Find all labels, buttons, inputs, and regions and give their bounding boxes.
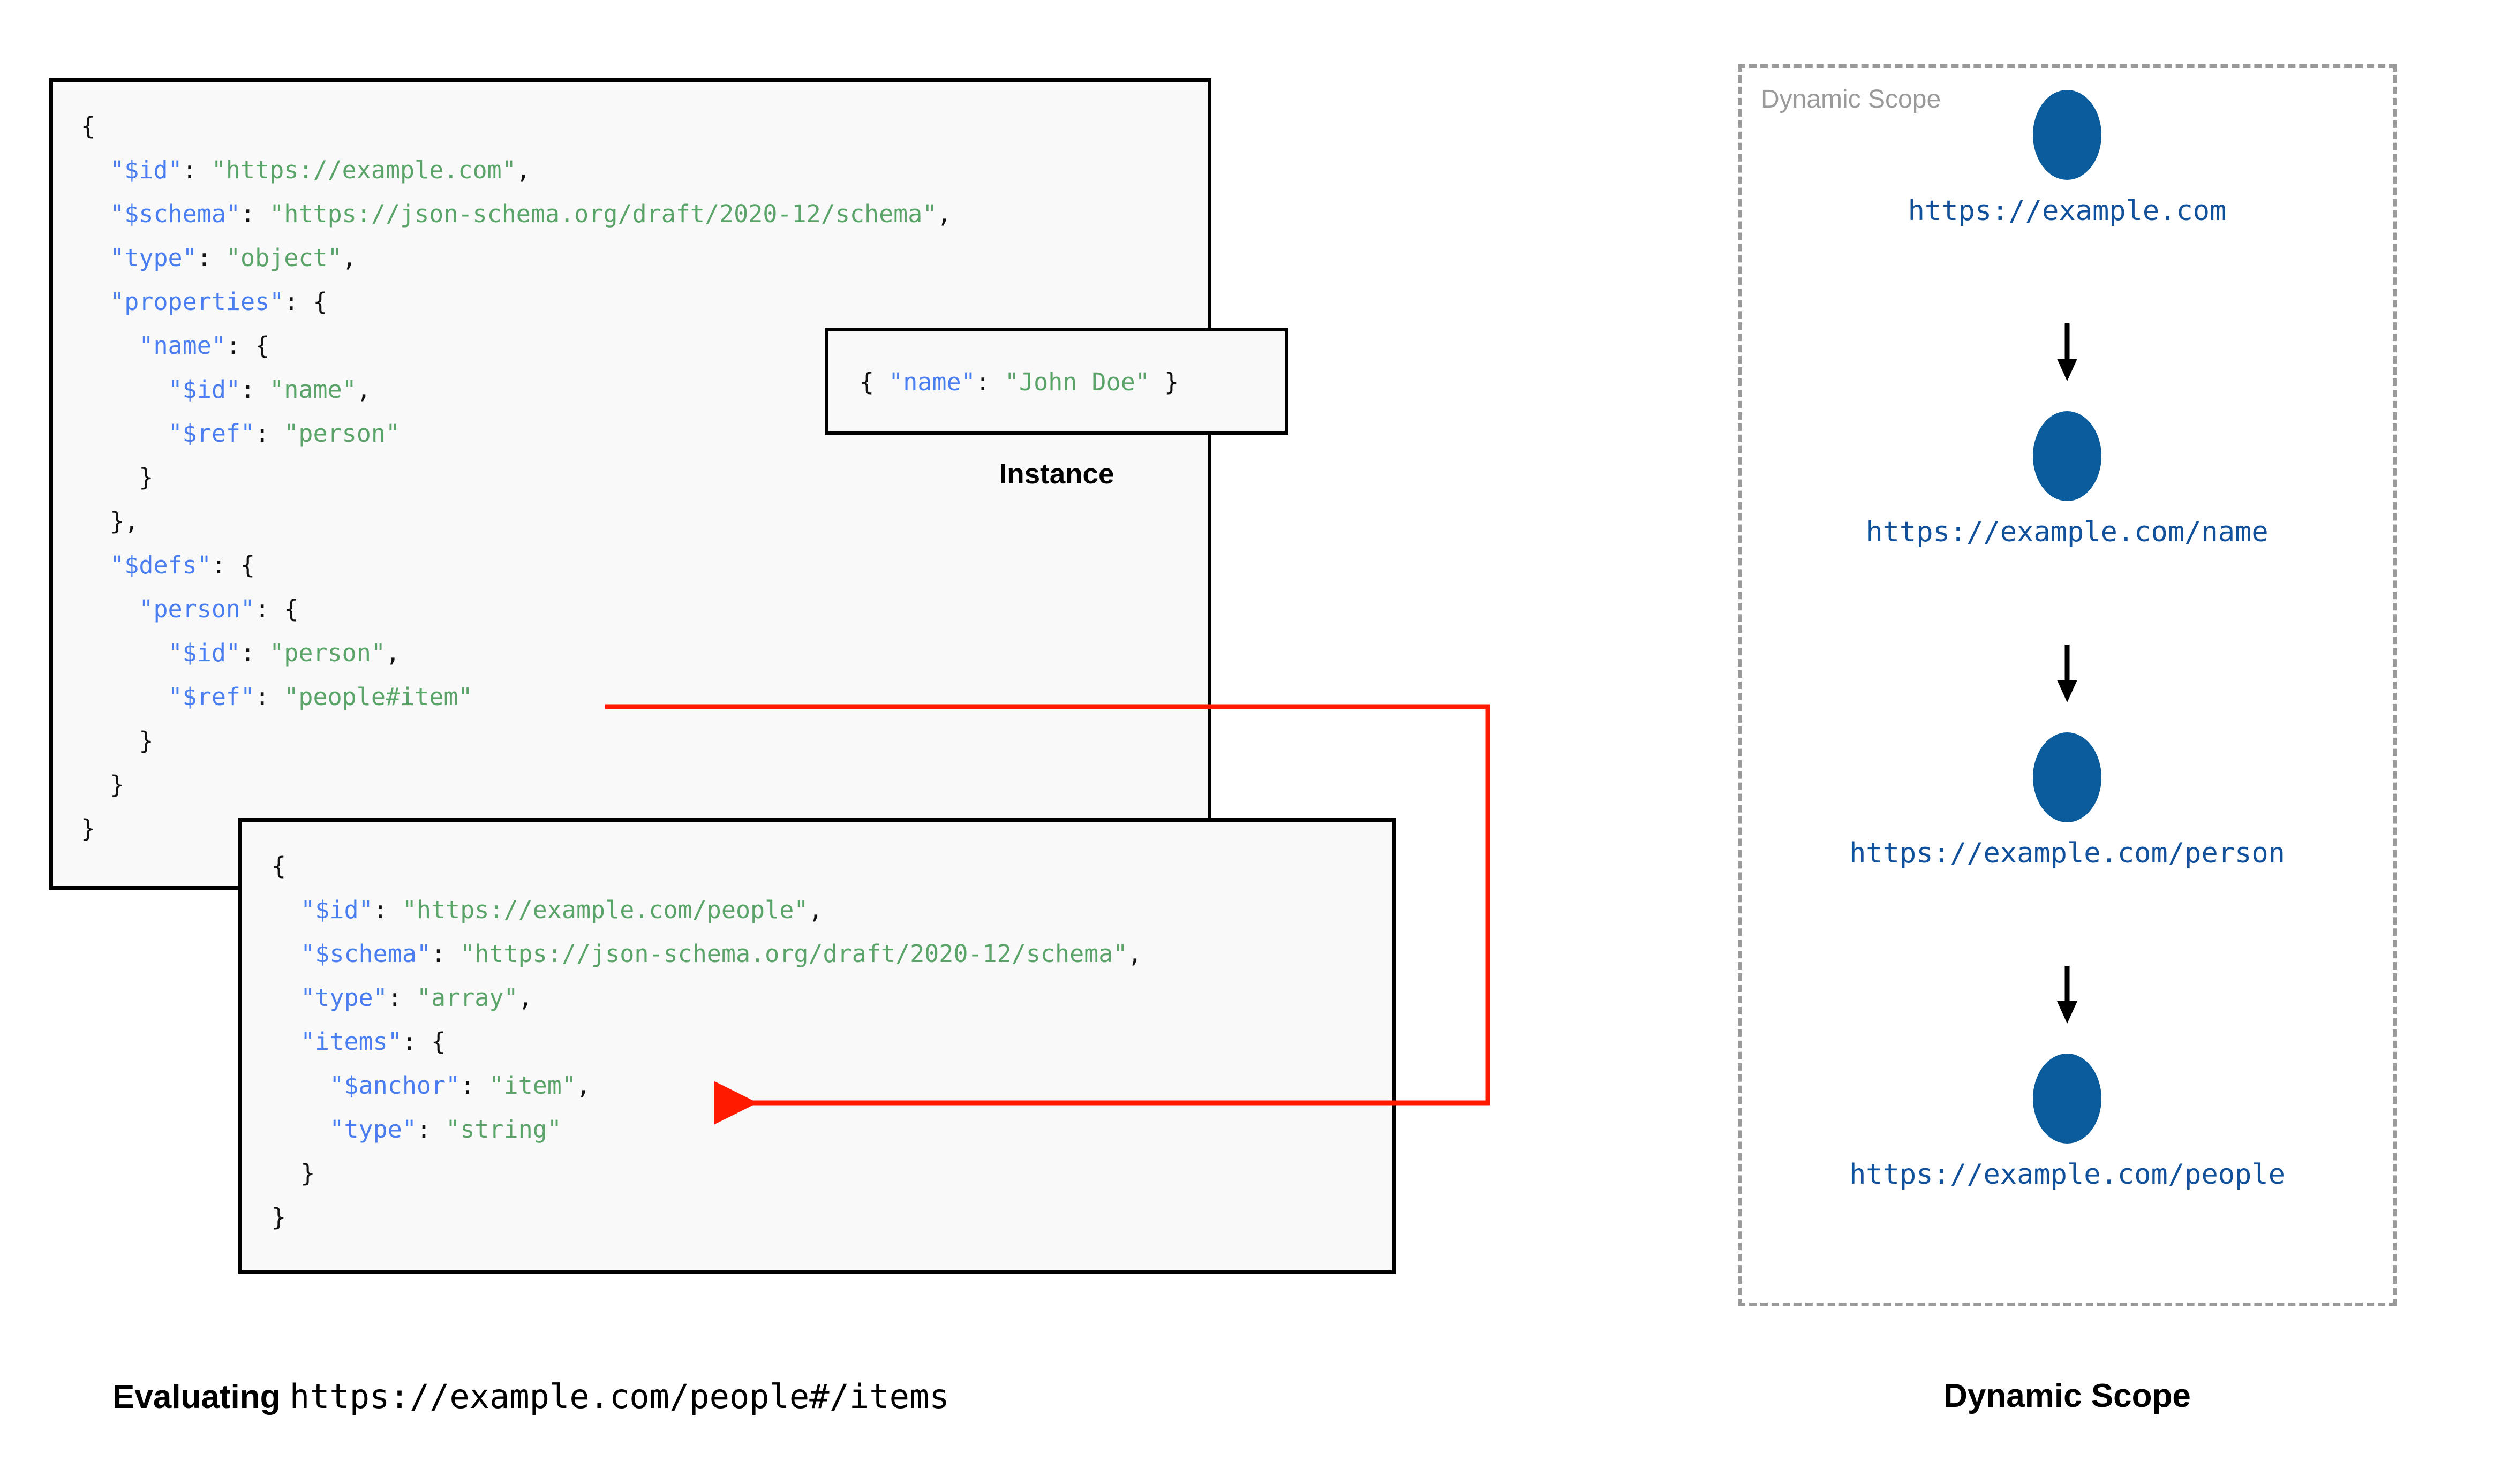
scope-node-2: https://example.com/person [1738,732,2397,869]
scope-arrow-0 [1738,323,2397,385]
dynamic-scope-inline-label: Dynamic Scope [1761,85,1941,113]
evaluating-caption: Evaluating https://example.com/people#/i… [112,1377,949,1416]
scope-arrow-1 [1738,645,2397,706]
dynamic-scope-caption: Dynamic Scope [1943,1377,2191,1414]
down-arrow-icon [2057,966,2077,1024]
scope-arrow-2 [1738,966,2397,1027]
scope-node-label: https://example.com/person [1849,837,2285,869]
scope-node-3: https://example.com/people [1738,1054,2397,1191]
dynamic-scope-panel [1738,64,2397,1306]
scope-node-label: https://example.com/people [1849,1159,2285,1191]
people-schema-code: { "$id": "https://example.com/people", "… [272,852,1142,1231]
instance-caption: Instance [999,458,1114,490]
scope-node-label: https://example.com [1908,195,2227,227]
scope-node-label: https://example.com/name [1866,516,2269,548]
scope-node-1: https://example.com/name [1738,411,2397,548]
evaluating-prefix: Evaluating [112,1379,290,1415]
scope-node-circle [2033,732,2101,822]
instance-box: { "name": "John Doe" } [825,328,1288,435]
people-schema-box: { "$id": "https://example.com/people", "… [238,818,1396,1274]
scope-node-circle [2033,411,2101,501]
down-arrow-icon [2057,323,2077,381]
scope-node-circle [2033,90,2101,180]
scope-node-circle [2033,1054,2101,1144]
scope-node-0: https://example.com [1738,90,2397,227]
root-schema-code: { "$id": "https://example.com", "$schema… [81,112,952,843]
down-arrow-icon [2057,645,2077,702]
instance-code: { "name": "John Doe" } [860,368,1179,396]
evaluating-url: https://example.com/people#/items [289,1377,949,1416]
